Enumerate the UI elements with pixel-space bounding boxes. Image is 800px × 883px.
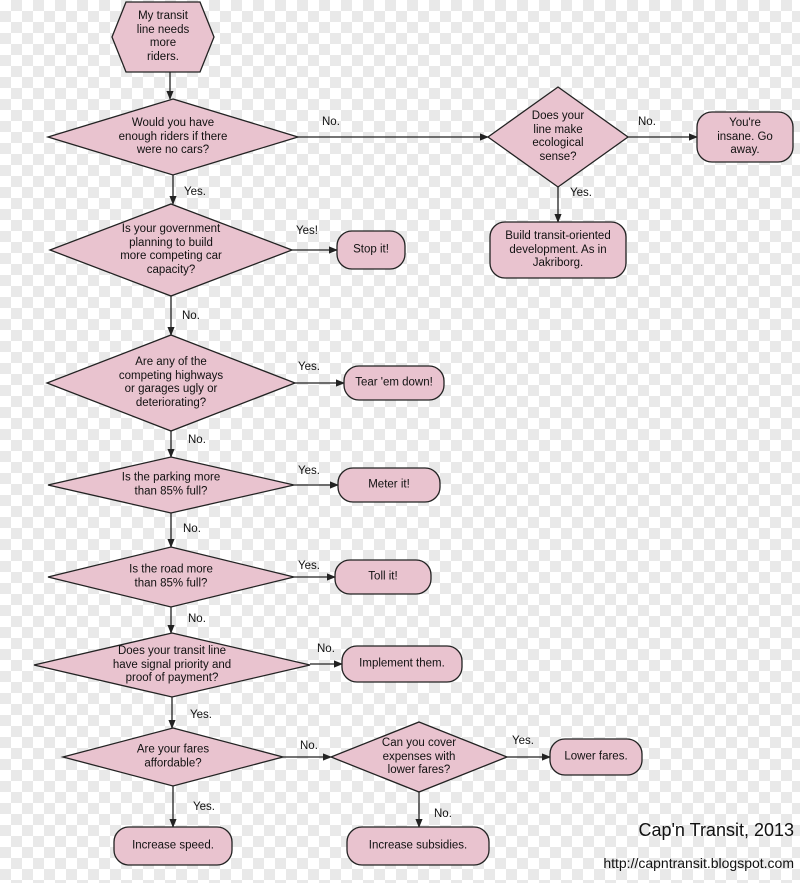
node-shape-start	[111, 1, 215, 73]
edge-label-parking-no: No.	[183, 523, 201, 535]
node-shape-q_parking	[47, 456, 295, 514]
edge-label-parking-yes: Yes.	[298, 465, 320, 477]
edge-label-road-no: No.	[188, 613, 206, 625]
node-shape-q_no_cars	[45, 98, 301, 176]
credit-title: Cap'n Transit, 2013	[638, 820, 794, 840]
node-shape-q_govt	[48, 203, 294, 297]
edge-label-road-yes: Yes.	[298, 560, 320, 572]
edge-label-ecology-yes: Yes.	[570, 187, 592, 199]
edge-label-ugly-no: No.	[188, 434, 206, 446]
edge-label-no-cars-yes: Yes.	[184, 186, 206, 198]
node-shape-insane	[696, 111, 794, 163]
node-shape-increase_speed	[113, 826, 233, 866]
node-shape-increase_subsidies	[346, 826, 490, 866]
edge-label-signal-no: No.	[317, 643, 335, 655]
node-shape-q_road	[47, 546, 295, 608]
edge-label-no-cars-no: No.	[322, 116, 340, 128]
node-shape-q_signal	[33, 632, 311, 698]
edge-label-fares-yes: Yes.	[193, 801, 215, 813]
edge-label-fares-no: No.	[300, 740, 318, 752]
credit-url: http://capntransit.blogspot.com	[603, 855, 794, 871]
edge-label-cover-no: No.	[434, 808, 452, 820]
node-shape-meter_it	[337, 467, 441, 503]
edge-label-ugly-yes: Yes.	[298, 361, 320, 373]
node-shape-q_fares	[60, 727, 286, 787]
node-shape-tear_down	[343, 365, 445, 401]
node-shape-q_ecology	[486, 86, 630, 188]
node-shape-lower_fares	[549, 738, 643, 776]
node-shape-q_ugly	[45, 334, 297, 432]
edge-label-ecology-no: No.	[638, 116, 656, 128]
edge-label-cover-yes: Yes.	[512, 735, 534, 747]
edge-label-signal-yes: Yes.	[190, 709, 212, 721]
node-shape-tod	[489, 221, 627, 279]
node-shape-stop_it	[336, 230, 406, 270]
edge-label-govt-yes: Yes!	[296, 225, 318, 237]
node-shape-implement	[341, 645, 463, 683]
node-shape-q_cover	[329, 721, 509, 793]
edge-label-govt-no: No.	[182, 310, 200, 322]
node-shape-toll_it	[334, 559, 432, 595]
